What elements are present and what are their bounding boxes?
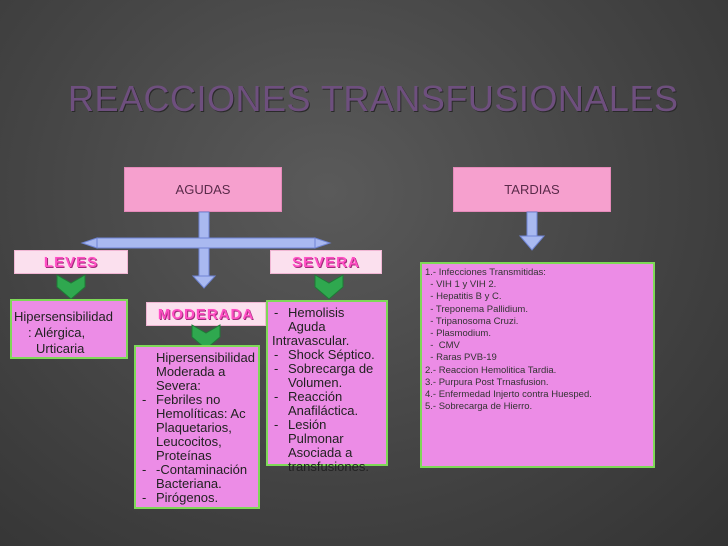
tardias-label: TARDIAS	[504, 182, 560, 197]
moderada-list-text: Hemolíticas: Ac	[156, 406, 246, 421]
leves-line-1: Hipersensibilidad	[14, 309, 113, 324]
moderada-list-item: Proteínas	[138, 449, 256, 463]
moderada-list-text: Moderada a	[156, 364, 226, 379]
moderada-list-item: Plaquetarios,	[138, 421, 256, 435]
moderada-list-text: Hipersensibilidad	[156, 350, 255, 365]
agudas-stem	[198, 211, 210, 243]
moderada-tag: MODERADA	[146, 302, 266, 326]
severa-list-item: -Hemolisis	[270, 306, 384, 320]
tardias-arrow-down-icon	[518, 235, 546, 251]
tardias-list: 1.- Infecciones Transmitidas: - VIH 1 y …	[425, 267, 651, 413]
severa-tag-label: SEVERA	[292, 253, 360, 271]
severa-list-item: transfusiones.	[270, 460, 384, 474]
moderada-list-text: Proteínas	[156, 448, 212, 463]
severa-list-item: Asociada a	[270, 446, 384, 460]
moderada-list-item: Moderada a	[138, 365, 256, 379]
moderada-list-text: Bacteriana.	[156, 476, 222, 491]
moderada-list-dash: -	[142, 462, 147, 477]
moderada-list-item: -Pirógenos.	[138, 491, 256, 505]
agudas-branch-bar	[96, 237, 316, 249]
tardias-header: TARDIAS	[453, 167, 611, 212]
severa-list-dash: -	[274, 347, 279, 362]
moderada-list-text: Pirógenos.	[156, 490, 219, 505]
moderada-list-item: Hipersensibilidad	[138, 351, 256, 365]
moderada-list-text: Severa:	[156, 378, 201, 393]
tardias-list-item: - Treponema Pallidium.	[425, 303, 528, 315]
moderada-list-text: Febriles no	[156, 392, 221, 407]
leves-check-icon	[56, 274, 86, 300]
moderada-stem	[198, 247, 210, 277]
moderada-list-item: --Contaminación	[138, 463, 256, 477]
severa-list-item: -Reacción	[270, 390, 384, 404]
agudas-header: AGUDAS	[124, 167, 282, 212]
moderada-list-item: Leucocitos,	[138, 435, 256, 449]
moderada-tag-label: MODERADA	[157, 305, 255, 323]
tardias-list-item: - Tripanosoma Cruzi.	[425, 315, 519, 327]
tardias-list-item: 3.- Purpura Post Trnasfusion.	[425, 376, 549, 388]
moderada-list-dash: -	[142, 392, 147, 407]
moderada-list-text: Plaquetarios,	[156, 420, 232, 435]
severa-list-item: Intravascular.	[270, 334, 384, 348]
arrow-right-icon	[314, 237, 332, 249]
severa-list-text: Reacción	[288, 389, 343, 404]
tardias-box: 1.- Infecciones Transmitidas: - VIH 1 y …	[420, 262, 655, 468]
tardias-list-item: 1.- Infecciones Transmitidas:	[425, 267, 546, 278]
severa-tag: SEVERA	[270, 250, 382, 274]
tardias-list-item: - CMV	[425, 340, 460, 352]
severa-list-text: Anafiláctica.	[288, 403, 359, 418]
tardias-list-item: 5.- Sobrecarga de Hierro.	[425, 401, 533, 413]
moderada-check-icon	[191, 324, 221, 350]
severa-check-icon	[314, 274, 344, 300]
agudas-label: AGUDAS	[175, 182, 231, 197]
tardias-list-item: 4.- Enfermedad Injerto contra Huesped.	[425, 389, 592, 401]
severa-list-dash: -	[274, 389, 279, 404]
moderada-list-item: Hemolíticas: Ac	[138, 407, 256, 421]
tardias-list-item: 2.- Reaccion Hemolitica Tardia.	[425, 364, 557, 376]
severa-list-text: transfusiones.	[288, 459, 369, 474]
moderada-list-text: -Contaminación	[156, 462, 248, 477]
severa-list-item: Aguda	[270, 320, 384, 334]
severa-list-text: Asociada a	[288, 445, 353, 460]
severa-list-text: Shock Séptico.	[288, 347, 375, 362]
severa-list-item: -Sobrecarga de	[270, 362, 384, 376]
leves-line-3: Urticaria	[36, 341, 85, 356]
leves-tag-label: LEVES	[43, 253, 99, 271]
leves-tag: LEVES	[14, 250, 128, 274]
moderada-list-dash: -	[142, 490, 147, 505]
severa-list-text: Hemolisis	[288, 305, 345, 320]
arrow-left-icon	[80, 237, 98, 249]
severa-list-text: Intravascular.	[272, 333, 350, 348]
severa-list-text: Aguda	[288, 319, 326, 334]
moderada-list-item: Bacteriana.	[138, 477, 256, 491]
arrow-down-icon	[191, 275, 217, 289]
slide-title: REACCIONES TRANSFUSIONALES	[68, 78, 679, 119]
leves-line-2: : Alérgica,	[28, 325, 86, 340]
tardias-list-item: - Raras PVB-19	[425, 352, 497, 364]
tardias-list-item: - VIH 1 y VIH 2.	[425, 279, 497, 291]
leves-box: Hipersensibilidad : Alérgica, Urticaria	[10, 299, 128, 359]
severa-list-dash: -	[274, 305, 279, 320]
moderada-list-item: Severa:	[138, 379, 256, 393]
severa-list-text: Volumen.	[288, 375, 343, 390]
severa-list-text: Lesión Pulmonar	[288, 417, 344, 446]
severa-list-item: Volumen.	[270, 376, 384, 390]
severa-list-dash: -	[274, 361, 279, 376]
severa-list-dash: -	[274, 417, 279, 432]
moderada-list-item: -Febriles no	[138, 393, 256, 407]
tardias-stem	[526, 211, 538, 237]
severa-list-item: -Lesión Pulmonar	[270, 418, 384, 446]
severa-list-text: Sobrecarga de	[288, 361, 374, 376]
tardias-list-item: - Plasmodium.	[425, 328, 491, 340]
tardias-list-item: - Hepatitis B y C.	[425, 291, 502, 303]
moderada-list-text: Leucocitos,	[156, 434, 222, 449]
severa-list-item: -Shock Séptico.	[270, 348, 384, 362]
severa-list-item: Anafiláctica.	[270, 404, 384, 418]
